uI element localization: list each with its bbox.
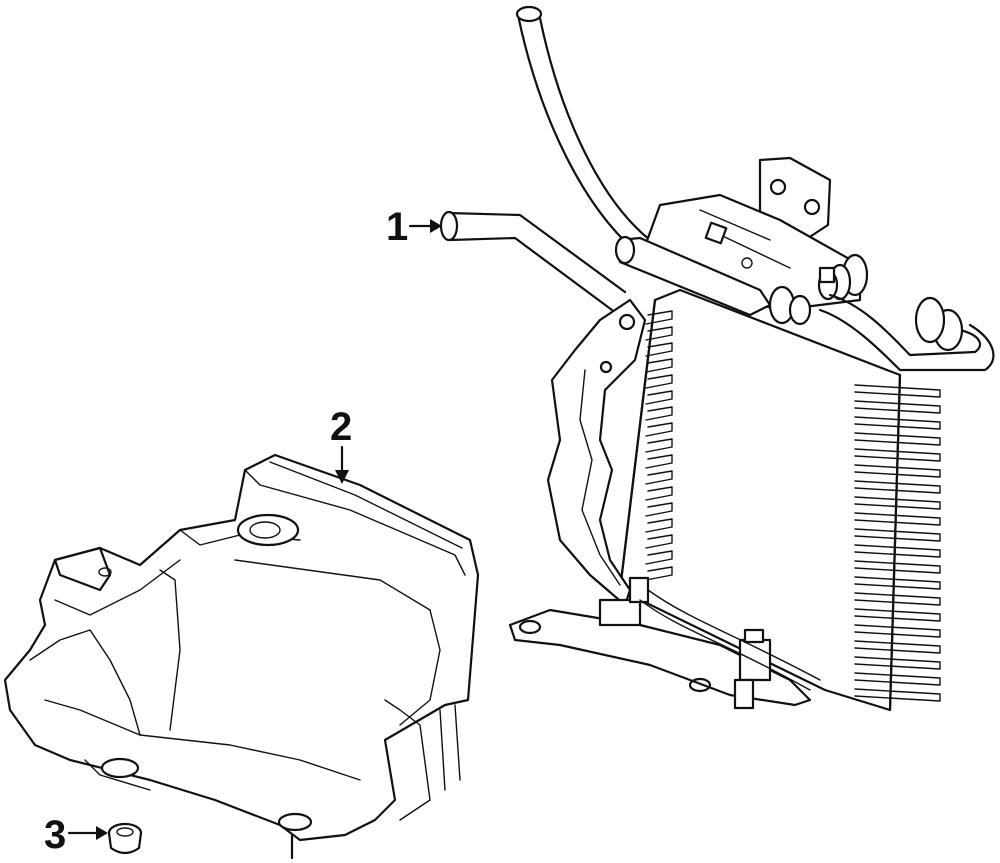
cooler-fin-right: [854, 528, 941, 542]
cooler-fin-right: [854, 384, 941, 398]
cooler-fin-right: [854, 592, 941, 606]
upper-manifold: [614, 193, 869, 326]
cooler-fin-right: [854, 640, 941, 654]
cooler-fin-left: [645, 358, 673, 373]
bottom-bracket: [508, 576, 812, 710]
cooler-core: [618, 288, 941, 712]
cooler-fin-left: [645, 470, 673, 485]
callout-2-label: 2: [330, 405, 352, 449]
cooler-fin-right: [854, 496, 941, 510]
cooler-fin-right: [854, 656, 941, 670]
right-tube: [818, 293, 995, 372]
cooler-fin-right: [854, 512, 941, 526]
callout-1: 1: [386, 205, 442, 249]
cooler-fin-left: [645, 486, 673, 501]
cooler-hose: [439, 210, 627, 312]
cooler-fin-right: [854, 688, 941, 702]
grommet: [107, 822, 143, 855]
cooler-fin-left: [645, 518, 673, 533]
cooler-fin-left: [645, 502, 673, 517]
cooler-fin-left: [645, 534, 673, 549]
callout-1-label: 1: [386, 205, 408, 249]
callout-3-label: 3: [44, 813, 66, 857]
cooler-fin-right: [854, 400, 941, 414]
cooler-fin-left: [645, 438, 673, 453]
callout-3-arrow-head: [96, 826, 108, 840]
cooler-fin-right: [854, 480, 941, 494]
cooler-fin-left: [645, 342, 673, 357]
cooler-fin-right: [854, 464, 941, 478]
upper-tube: [515, 5, 652, 257]
cooler-fin-left: [645, 326, 673, 341]
cooler-fin-right: [854, 576, 941, 590]
callout-2: 2: [330, 405, 352, 484]
callout-1-arrow-head: [430, 219, 442, 233]
cooler-fin-right: [854, 416, 941, 430]
side-bracket: [546, 298, 647, 607]
cooler-fin-right: [854, 672, 941, 686]
cooler-fin-right: [854, 624, 941, 638]
cooler-fin-left: [645, 454, 673, 469]
cooler-fin-left: [645, 406, 673, 421]
cooler-fin-left: [645, 390, 673, 405]
cooler-fin-right: [854, 608, 941, 622]
callout-3: 3: [44, 813, 108, 857]
splash-shield: [3, 453, 480, 860]
transmission-cooler: [439, 5, 995, 712]
cooler-fin-right: [854, 432, 941, 446]
cooler-fin-right: [854, 560, 941, 574]
cooler-fin-left: [645, 310, 673, 325]
cooler-fin-right: [854, 544, 941, 558]
cooler-fin-left: [645, 566, 673, 581]
cooler-fin-left: [645, 550, 673, 565]
callout-2-arrow-head: [335, 470, 349, 484]
cooler-fin-left: [645, 422, 673, 437]
cooler-fin-right: [854, 448, 941, 462]
cooler-fin-left: [645, 374, 673, 389]
